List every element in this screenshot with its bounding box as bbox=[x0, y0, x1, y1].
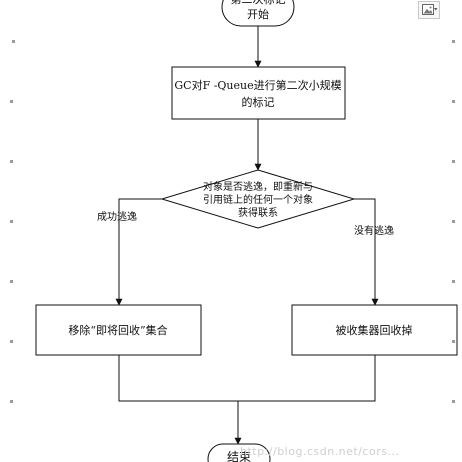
process-node-collect: 被收集器回收掉 bbox=[291, 304, 458, 356]
start-node: 第二次标记 开始 bbox=[221, 0, 295, 27]
edge-label-no: 没有逃逸 bbox=[354, 224, 394, 237]
page-marker bbox=[10, 160, 13, 163]
page-marker bbox=[452, 280, 455, 283]
page-marker bbox=[452, 40, 455, 43]
decision-label-line1: 对象是否逃逸，即重新与 bbox=[203, 180, 313, 193]
page-marker bbox=[10, 400, 13, 403]
page-marker bbox=[452, 160, 455, 163]
decision-label-line2: 引用链上的任何一个对象 bbox=[203, 193, 313, 206]
decision-label-line3: 获得联系 bbox=[238, 207, 278, 219]
page-marker bbox=[10, 340, 13, 343]
edge-decision-to-right bbox=[354, 198, 379, 306]
process-collect-label: 被收集器回收掉 bbox=[336, 323, 413, 337]
process-remove-label: 移除“即将回收”集合 bbox=[68, 323, 167, 337]
edge-label-yes: 成功逃逸 bbox=[97, 210, 137, 223]
start-node-label-line2: 开始 bbox=[247, 7, 269, 21]
process-node-remove: 移除“即将回收”集合 bbox=[35, 304, 202, 356]
page-marker bbox=[452, 220, 455, 223]
page-marker bbox=[10, 100, 13, 103]
edge-left-merge bbox=[118, 355, 376, 402]
page-marker bbox=[10, 280, 13, 283]
process-node-gc-marking: GC对F -Queue进行第二次小规模 的标记 bbox=[171, 66, 346, 120]
edge-decision-to-left bbox=[115, 198, 162, 306]
image-icon bbox=[422, 4, 438, 15]
watermark: http://blog.csdn.net/cors... bbox=[240, 445, 400, 458]
end-node: 结束 bbox=[207, 443, 271, 462]
end-node-label: 结束 bbox=[227, 450, 251, 462]
decision-node-escape: 对象是否逃逸，即重新与 引用链上的任何一个对象 获得联系 bbox=[160, 169, 356, 229]
page-marker bbox=[12, 40, 15, 43]
page-marker bbox=[10, 220, 13, 223]
page-marker bbox=[452, 400, 455, 403]
page-marker bbox=[452, 100, 455, 103]
process-gc-label-line1: GC对F -Queue进行第二次小规模 bbox=[174, 78, 341, 92]
page-marker bbox=[452, 340, 455, 343]
start-node-label-line1: 第二次标记 bbox=[231, 0, 286, 6]
image-options-button[interactable] bbox=[418, 1, 440, 19]
process-gc-label-line2: 的标记 bbox=[242, 95, 275, 109]
